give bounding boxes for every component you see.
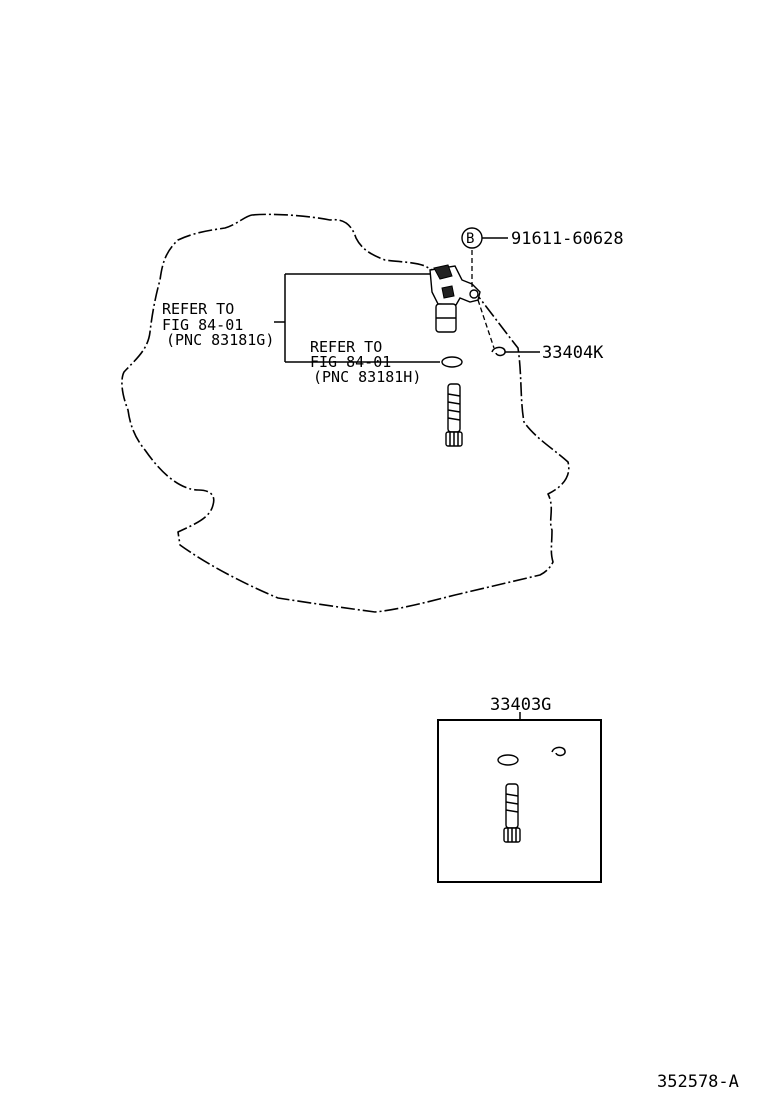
kit-box	[437, 719, 602, 883]
refer-upper-line2: FIG 84-01	[162, 316, 243, 334]
clip-leader	[477, 299, 495, 349]
refer-upper-line1: REFER TO	[162, 300, 234, 318]
kit-driven-gear-shaft	[503, 783, 521, 843]
refer-bracket	[274, 273, 440, 363]
kit-clip	[551, 746, 566, 757]
speed-sensor-assembly	[429, 264, 481, 333]
clip-part-number: 33404K	[542, 343, 604, 363]
o-ring	[441, 356, 463, 368]
figure-id: 352578-A	[657, 1072, 739, 1092]
bolt-callout	[461, 227, 508, 290]
clip-part	[491, 346, 506, 357]
kit-o-ring	[497, 754, 519, 766]
bolt-part-number: 91611-60628	[511, 229, 624, 249]
transmission-case-outline	[121, 213, 570, 613]
refer-lower-line3: (PNC 83181H)	[313, 368, 421, 386]
refer-lower-line2: FIG 84-01	[310, 353, 391, 371]
driven-gear-shaft	[445, 383, 463, 447]
bolt-marker: B	[466, 231, 474, 247]
kit-part-number: 33403G	[490, 695, 551, 715]
refer-upper-line3: (PNC 83181G)	[166, 331, 274, 349]
refer-lower-line1: REFER TO	[310, 338, 382, 356]
